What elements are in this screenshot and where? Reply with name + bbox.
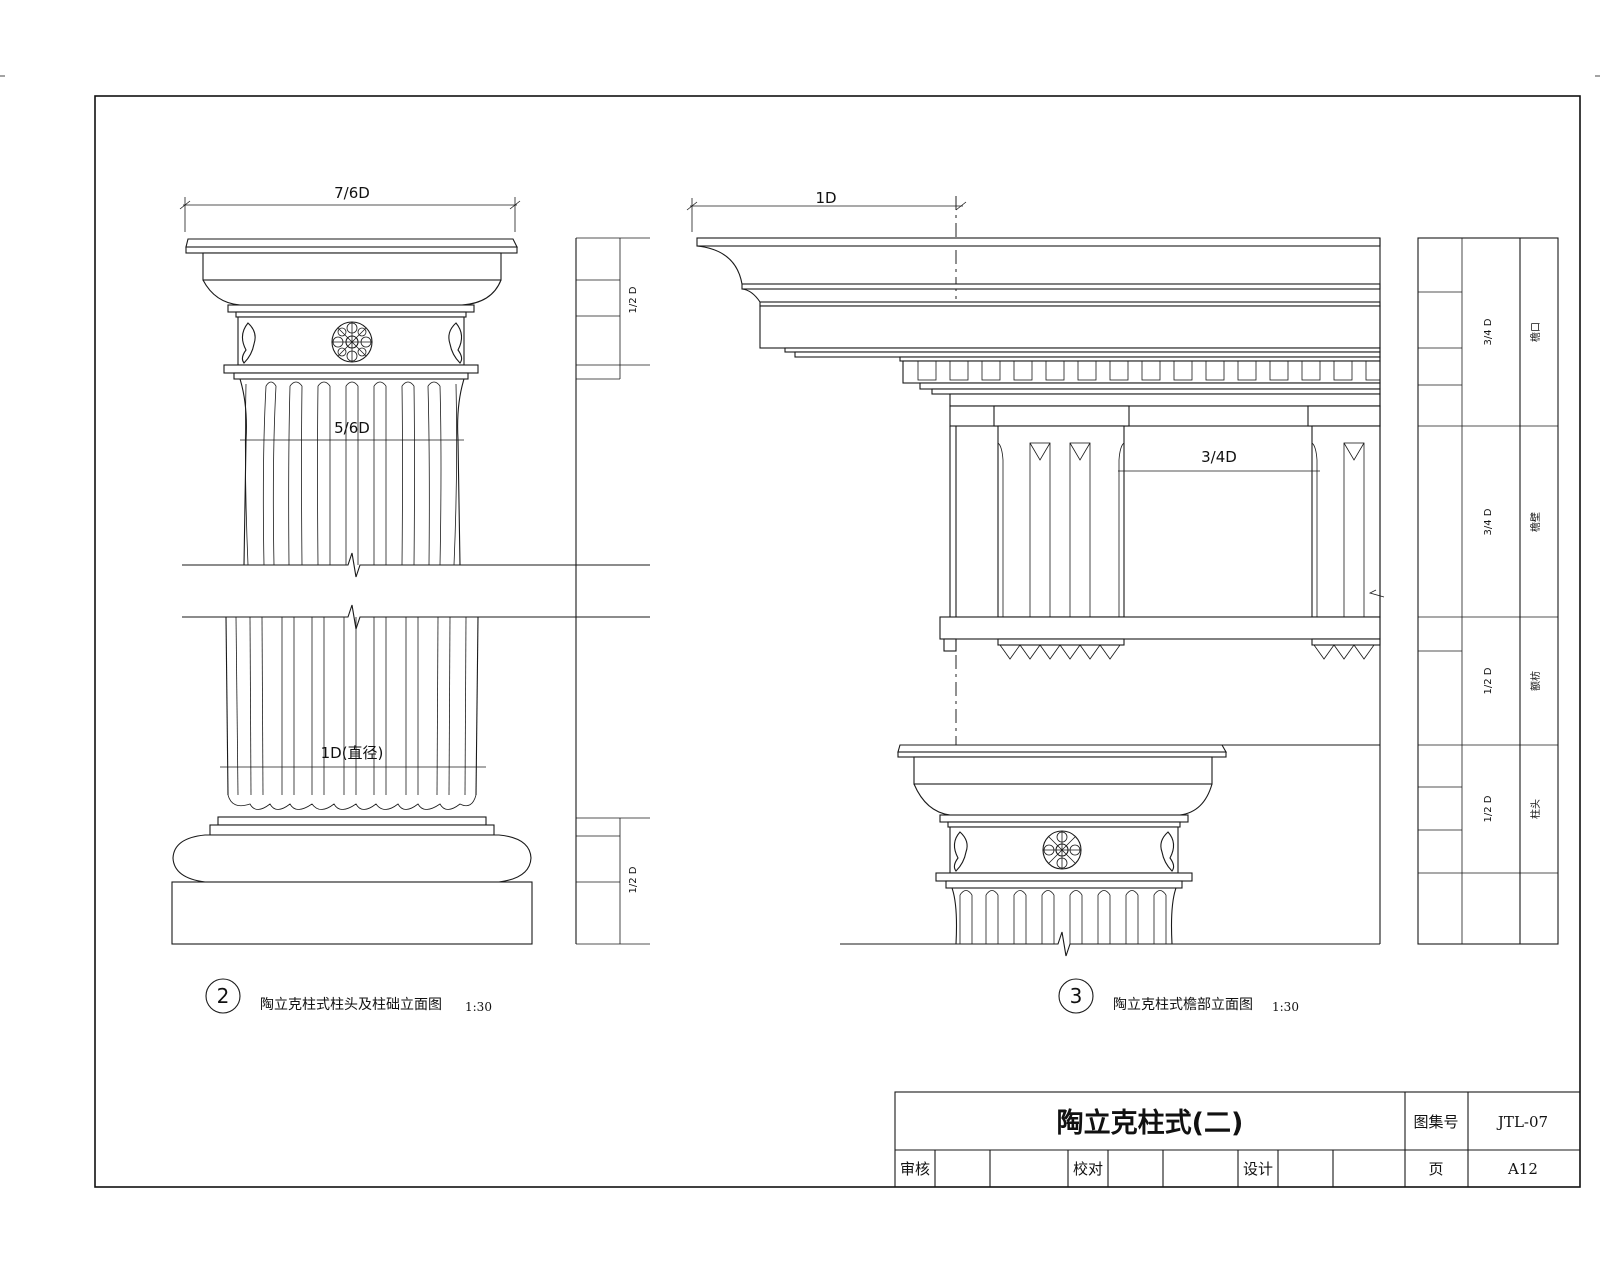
column-base — [171, 816, 533, 945]
rosette-ornament — [331, 321, 373, 363]
atlas-number-label: 图集号 — [1413, 1113, 1458, 1131]
page-label: 页 — [1428, 1160, 1443, 1178]
drawing-2-caption: 2 陶立克柱式柱头及柱础立面图 1:30 — [205, 978, 492, 1014]
entablature-elevation-drawing: 1D — [686, 189, 1559, 1014]
plinth — [171, 881, 533, 945]
scale-row-1-name: 檐口 — [1529, 322, 1542, 342]
scale-row-3-name: 额枋 — [1529, 671, 1542, 691]
module-scale-right: 3/4 D 檐口 3/4 D 檐壁 1/2 D 额枋 1/2 D 柱头 — [1417, 237, 1559, 945]
drawing-2-number-circle — [205, 978, 241, 1014]
sheet-title: 陶立克柱式(二) — [1057, 1107, 1244, 1139]
rosette-ornament-detail — [1042, 830, 1082, 870]
design-label: 设计 — [1243, 1160, 1273, 1178]
capital-detail — [840, 744, 1380, 957]
half-d-label-lower: 1/2 D — [628, 866, 639, 893]
guttae-left — [997, 638, 1125, 660]
atlas-number-value: JTL-07 — [1496, 1113, 1548, 1131]
column-shaft-lower: 1D(直径) — [220, 616, 486, 810]
check-label: 校对 — [1073, 1160, 1103, 1178]
cornice — [696, 237, 1381, 407]
scale-row-2-name: 檐壁 — [1529, 512, 1542, 532]
scale-row-2-measure: 3/4 D — [1483, 508, 1494, 535]
drawing-3-scale: 1:30 — [1272, 1000, 1299, 1014]
page-value: A12 — [1507, 1160, 1538, 1178]
frieze: 3/4D — [949, 405, 1385, 618]
column-elevation-drawing: 7/6D — [171, 184, 650, 1014]
abacus-dimension: 7/6D — [179, 184, 521, 232]
scale-row-4-name: 柱头 — [1529, 799, 1542, 819]
leaf-ornament-right — [448, 322, 463, 364]
drawing-2-scale: 1:30 — [465, 1000, 492, 1014]
metope-width-label: 3/4D — [1201, 448, 1237, 466]
upper-diameter-label: 5/6D — [334, 419, 370, 437]
title-block: 陶立克柱式(二) 图集号 JTL-07 页 A12 审核 校对 设计 — [894, 1091, 1581, 1188]
review-label: 审核 — [900, 1160, 930, 1178]
module-dimension: 1D — [686, 189, 967, 232]
sheet-border — [94, 95, 1581, 1188]
drawing-3-number-circle — [1058, 978, 1094, 1014]
column-shaft-upper: 5/6D — [239, 378, 465, 566]
guttae-right — [1311, 638, 1381, 660]
drawing-3-number: 3 — [1070, 984, 1083, 1008]
triglyph-left — [997, 425, 1125, 618]
leaf-ornament-left — [241, 322, 256, 364]
module-dimension-label: 1D — [815, 189, 836, 207]
drawing-3-caption-text: 陶立克柱式檐部立面图 — [1113, 997, 1253, 1013]
shaft-break-lines — [182, 552, 650, 630]
scale-row-3-measure: 1/2 D — [1483, 667, 1494, 694]
column-capital — [185, 238, 518, 380]
module-scale-left: 1/2 D 1/2 D — [575, 237, 650, 945]
drawing-2-caption-text: 陶立克柱式柱头及柱础立面图 — [260, 997, 442, 1013]
half-d-label-upper: 1/2 D — [628, 286, 639, 313]
scale-row-1-measure: 3/4 D — [1483, 318, 1494, 345]
scale-row-4-measure: 1/2 D — [1483, 795, 1494, 822]
diameter-label: 1D(直径) — [321, 744, 384, 762]
triglyph-right — [1311, 425, 1381, 618]
abacus-dimension-label: 7/6D — [334, 184, 370, 202]
drawing-3-caption: 3 陶立克柱式檐部立面图 1:30 — [1058, 978, 1299, 1014]
drawing-2-number: 2 — [217, 984, 230, 1008]
